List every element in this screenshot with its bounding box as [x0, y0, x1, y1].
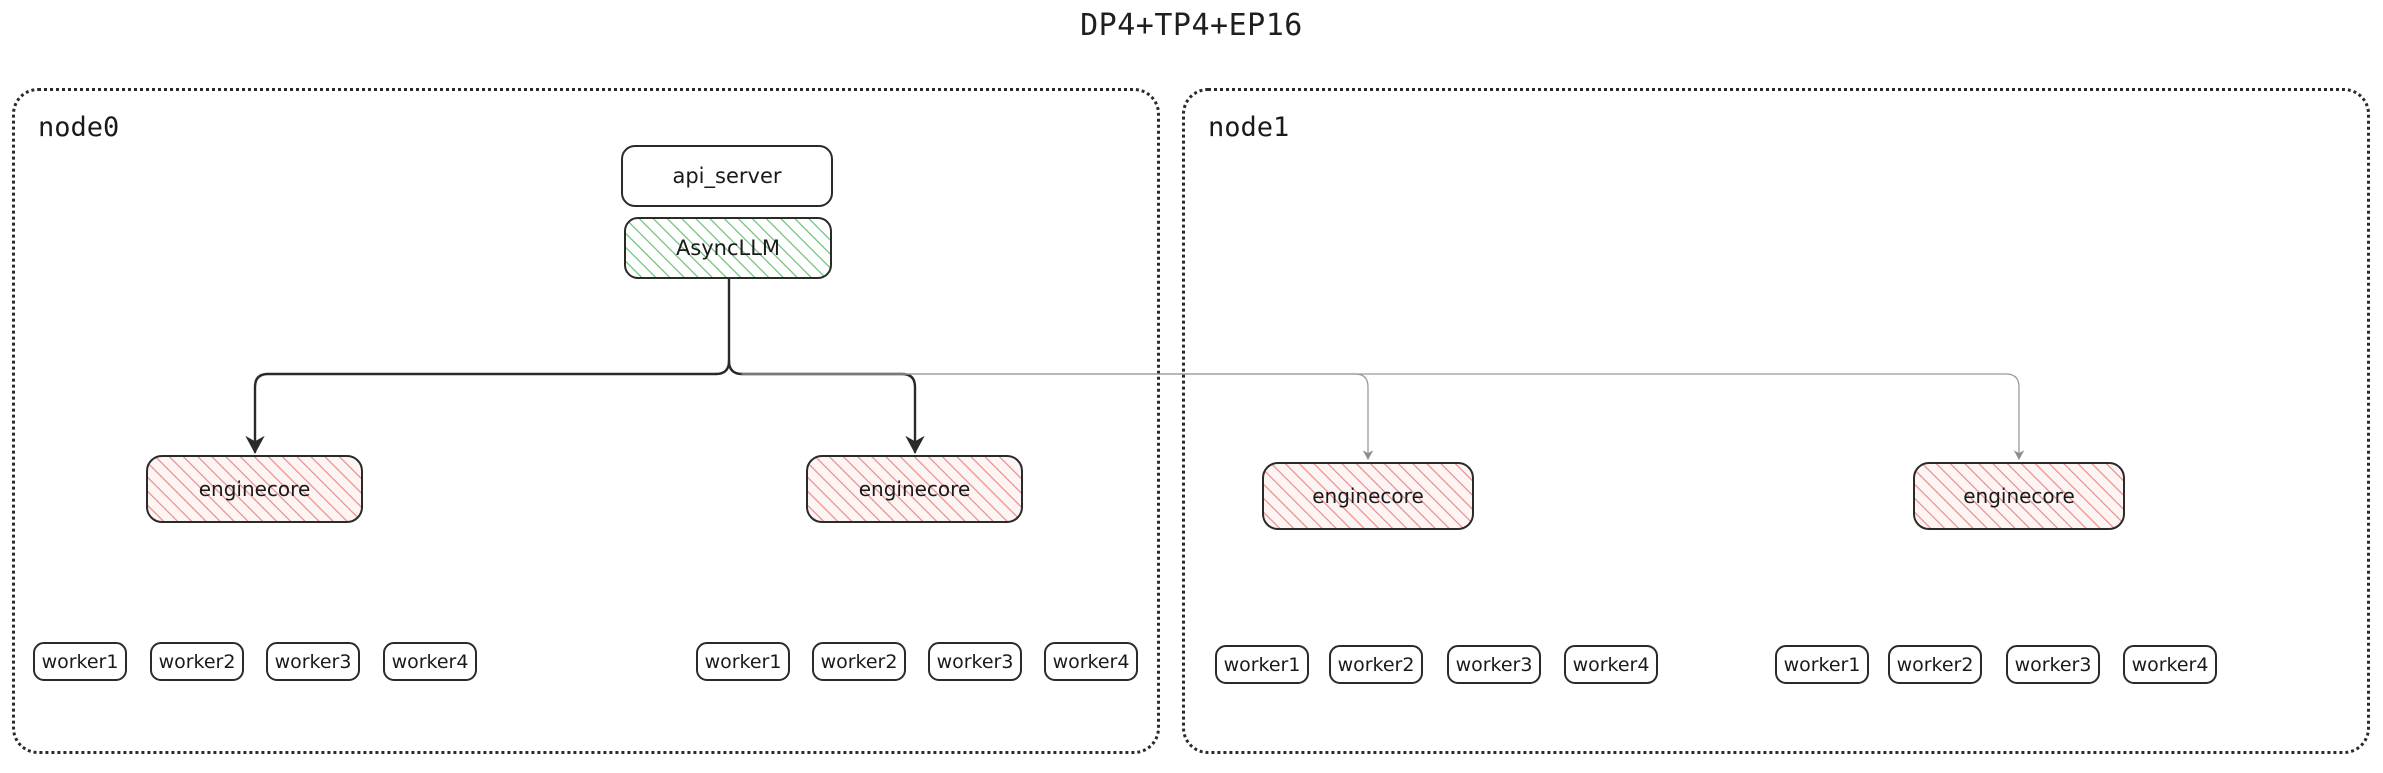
worker-box[interactable]: worker1 [33, 642, 127, 681]
worker-label: worker3 [1455, 653, 1533, 676]
worker-box[interactable]: worker3 [1447, 645, 1541, 684]
worker-box[interactable]: worker1 [696, 642, 790, 681]
api-server-box[interactable]: api_server [621, 145, 833, 207]
worker-label: worker4 [2131, 653, 2209, 676]
worker-box[interactable]: worker2 [1888, 645, 1982, 684]
enginecore-box[interactable]: enginecore [1262, 462, 1474, 530]
worker-label: worker2 [1337, 653, 1415, 676]
worker-label: worker4 [1572, 653, 1650, 676]
api-server-label: api_server [672, 164, 782, 188]
async-llm-label: AsyncLLM [675, 236, 781, 260]
worker-box[interactable]: worker2 [1329, 645, 1423, 684]
worker-label: worker3 [936, 650, 1014, 673]
worker-box[interactable]: worker4 [1044, 642, 1138, 681]
worker-label: worker3 [2014, 653, 2092, 676]
worker-label: worker3 [274, 650, 352, 673]
enginecore-label: enginecore [858, 477, 971, 501]
node-label-node1: node1 [1208, 112, 1290, 143]
worker-box[interactable]: worker3 [2006, 645, 2100, 684]
enginecore-label: enginecore [198, 477, 311, 501]
worker-label: worker4 [1052, 650, 1130, 673]
worker-label: worker1 [41, 650, 119, 673]
worker-label: worker2 [158, 650, 236, 673]
worker-box[interactable]: worker4 [383, 642, 477, 681]
worker-box[interactable]: worker4 [2123, 645, 2217, 684]
worker-label: worker4 [391, 650, 469, 673]
worker-label: worker1 [1223, 653, 1301, 676]
async-llm-box[interactable]: AsyncLLM [624, 217, 832, 279]
worker-label: worker2 [820, 650, 898, 673]
node-label-node0: node0 [38, 112, 120, 143]
worker-box[interactable]: worker1 [1215, 645, 1309, 684]
worker-box[interactable]: worker3 [928, 642, 1022, 681]
worker-label: worker1 [704, 650, 782, 673]
worker-box[interactable]: worker2 [812, 642, 906, 681]
page-title: DP4+TP4+EP16 [1080, 8, 1303, 43]
enginecore-box[interactable]: enginecore [806, 455, 1023, 523]
worker-box[interactable]: worker1 [1775, 645, 1869, 684]
enginecore-box[interactable]: enginecore [146, 455, 363, 523]
enginecore-label: enginecore [1963, 484, 2075, 508]
worker-box[interactable]: worker3 [266, 642, 360, 681]
worker-box[interactable]: worker4 [1564, 645, 1658, 684]
enginecore-label: enginecore [1312, 484, 1424, 508]
worker-box[interactable]: worker2 [150, 642, 244, 681]
worker-label: worker1 [1783, 653, 1861, 676]
worker-label: worker2 [1896, 653, 1974, 676]
enginecore-box[interactable]: enginecore [1913, 462, 2125, 530]
